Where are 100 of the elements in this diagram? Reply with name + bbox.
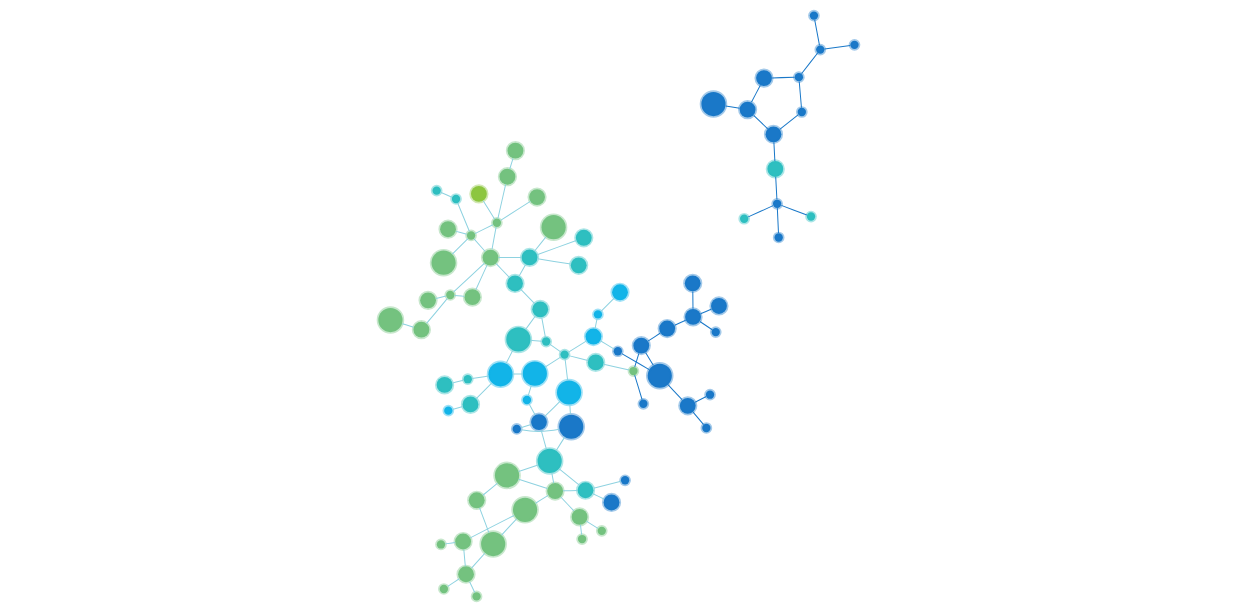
connector bbox=[699, 321, 713, 331]
node-circle bbox=[772, 231, 785, 244]
connector bbox=[491, 226, 497, 250]
connector bbox=[771, 76, 796, 79]
connector bbox=[634, 374, 643, 401]
connector bbox=[776, 207, 779, 234]
node-circle bbox=[678, 396, 698, 416]
node-circle bbox=[450, 193, 462, 205]
node-circle bbox=[612, 345, 624, 358]
node-circle bbox=[539, 213, 568, 241]
connector bbox=[474, 224, 494, 235]
connector bbox=[594, 318, 598, 330]
connector bbox=[498, 256, 522, 259]
connector bbox=[747, 205, 774, 218]
connector bbox=[647, 332, 661, 342]
node-circle bbox=[430, 184, 443, 197]
connector bbox=[454, 294, 465, 297]
connector bbox=[505, 349, 514, 364]
connector bbox=[440, 191, 453, 198]
connector bbox=[585, 520, 599, 529]
connector bbox=[599, 340, 615, 350]
node-circle bbox=[469, 184, 489, 204]
connector bbox=[801, 52, 819, 75]
connector bbox=[593, 480, 622, 489]
node-circle bbox=[586, 352, 606, 373]
connector bbox=[540, 429, 547, 450]
connector bbox=[536, 240, 577, 256]
node-circle bbox=[793, 71, 805, 83]
node-circle bbox=[545, 481, 565, 501]
connector bbox=[497, 183, 507, 220]
node-circle bbox=[683, 273, 703, 293]
node-circle bbox=[592, 308, 604, 321]
connector bbox=[501, 518, 518, 536]
connector bbox=[555, 436, 566, 451]
node-circle bbox=[465, 229, 477, 242]
node-circle bbox=[411, 320, 431, 340]
node-circle bbox=[462, 287, 483, 307]
connector bbox=[500, 200, 531, 221]
connector bbox=[568, 355, 589, 361]
connector bbox=[814, 19, 820, 46]
connector bbox=[544, 356, 562, 368]
connector bbox=[564, 358, 569, 381]
node-circle bbox=[569, 255, 589, 275]
connector bbox=[544, 400, 561, 417]
node-circle bbox=[479, 530, 507, 558]
node-circle bbox=[763, 124, 784, 144]
node-circle bbox=[610, 282, 630, 302]
connector bbox=[512, 373, 523, 375]
connector bbox=[452, 379, 464, 384]
connector bbox=[451, 238, 469, 255]
node-circle bbox=[683, 307, 703, 327]
connector bbox=[634, 352, 640, 368]
connector bbox=[603, 363, 630, 371]
node-circle bbox=[576, 533, 588, 545]
node-circle bbox=[540, 335, 552, 348]
connector bbox=[475, 264, 488, 291]
node-circle bbox=[505, 141, 525, 161]
connector bbox=[621, 353, 650, 371]
connector bbox=[535, 494, 549, 504]
connector bbox=[541, 316, 546, 338]
connector bbox=[645, 352, 654, 366]
connector bbox=[600, 297, 615, 312]
node-circle bbox=[456, 564, 476, 584]
connector bbox=[775, 176, 778, 201]
node-circle bbox=[700, 422, 713, 434]
connector bbox=[471, 552, 486, 569]
connector bbox=[475, 382, 493, 400]
node-circle bbox=[521, 394, 533, 406]
node-circle bbox=[461, 373, 474, 386]
node-circle bbox=[460, 394, 481, 414]
node-circle bbox=[435, 375, 455, 395]
connector bbox=[469, 514, 515, 539]
connector bbox=[469, 581, 476, 594]
connector bbox=[700, 308, 713, 315]
connector bbox=[750, 84, 761, 103]
node-circle bbox=[510, 423, 523, 435]
connector bbox=[451, 406, 464, 410]
node-circle bbox=[521, 359, 549, 388]
node-circle bbox=[529, 412, 549, 432]
node-circle bbox=[814, 43, 827, 56]
node-circle bbox=[848, 39, 861, 51]
node-circle bbox=[575, 480, 596, 500]
node-circle bbox=[738, 100, 758, 120]
connector bbox=[567, 340, 588, 353]
node-circle bbox=[438, 219, 458, 239]
node-circle bbox=[535, 447, 564, 475]
connector bbox=[457, 202, 470, 233]
connector bbox=[444, 542, 456, 545]
connector bbox=[525, 315, 537, 331]
node-circle bbox=[574, 228, 594, 248]
node-circle bbox=[738, 212, 751, 225]
connector bbox=[495, 263, 510, 278]
connector bbox=[435, 295, 447, 299]
node-circle bbox=[637, 397, 650, 410]
node-circle bbox=[570, 507, 590, 527]
connector bbox=[537, 258, 572, 265]
connector bbox=[518, 264, 526, 277]
node-circle bbox=[511, 496, 539, 524]
connector bbox=[482, 200, 496, 220]
connector bbox=[773, 141, 776, 162]
